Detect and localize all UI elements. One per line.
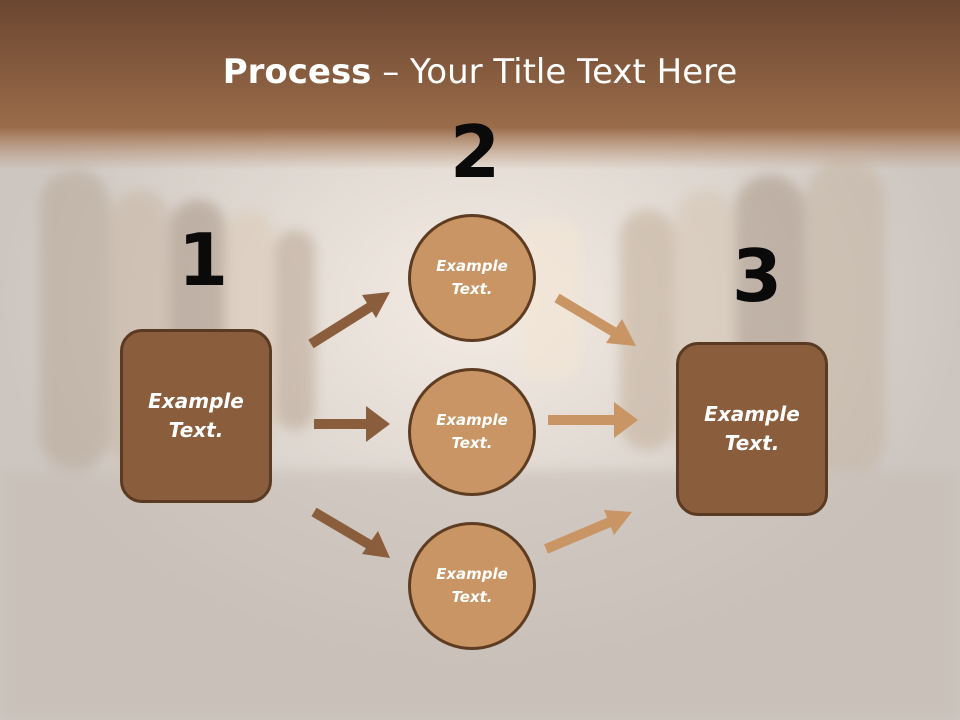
arrow-left-middle — [314, 406, 390, 442]
circle-top[interactable]: Example Text. — [408, 214, 536, 342]
step-number-1: 1 — [178, 218, 229, 302]
step-box-3[interactable]: Example Text. — [676, 342, 828, 516]
circle-bottom-line2: Text. — [451, 588, 493, 606]
arrow-left-bottom — [311, 507, 390, 558]
step-box-1[interactable]: Example Text. — [120, 329, 272, 503]
circle-top-line1: Example — [436, 257, 508, 275]
step-box-1-label: Example Text. — [148, 387, 244, 445]
step-box-3-line2: Text. — [724, 431, 780, 455]
circle-bottom-label: Example Text. — [436, 563, 508, 609]
circle-middle-line1: Example — [436, 411, 508, 429]
circle-middle-label: Example Text. — [436, 409, 508, 455]
step-box-3-line1: Example — [704, 402, 800, 426]
title-bold: Process — [222, 52, 372, 92]
title-rest: – Your Title Text Here — [371, 52, 738, 92]
arrow-left-top — [308, 292, 390, 349]
circle-bottom-line1: Example — [436, 565, 508, 583]
step-box-1-line2: Text. — [168, 418, 224, 442]
step-number-3: 3 — [732, 234, 783, 318]
step-number-2: 2 — [450, 110, 501, 194]
circle-middle[interactable]: Example Text. — [408, 368, 536, 496]
circle-top-label: Example Text. — [436, 255, 508, 301]
step-box-3-label: Example Text. — [704, 400, 800, 458]
step-box-1-line1: Example — [148, 389, 244, 413]
arrow-right-middle — [548, 402, 638, 438]
circle-top-line2: Text. — [451, 280, 493, 298]
circle-middle-line2: Text. — [451, 434, 493, 452]
circle-bottom[interactable]: Example Text. — [408, 522, 536, 650]
arrow-right-top — [554, 293, 636, 346]
page-title: Process – Your Title Text Here — [0, 52, 960, 92]
arrow-right-bottom — [544, 510, 632, 554]
